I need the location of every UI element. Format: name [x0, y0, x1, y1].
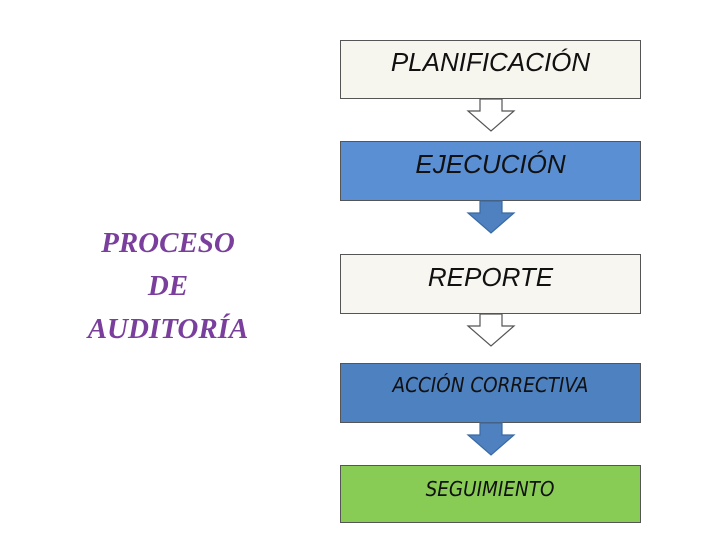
- arrow-down-icon: [466, 98, 516, 132]
- step-accion-correctiva-box: ACCIÓN CORRECTIVA: [340, 363, 641, 423]
- diagram-title: PROCESO DE AUDITORÍA: [50, 222, 286, 351]
- step-reporte-box: REPORTE: [340, 254, 641, 314]
- step-accion-correctiva-label: ACCIÓN CORRECTIVA: [392, 373, 589, 397]
- arrow-down-icon: [466, 200, 516, 234]
- step-seguimiento-box: SEGUIMIENTO: [340, 465, 641, 523]
- arrow-down-icon: [466, 313, 516, 347]
- title-line-3: AUDITORÍA: [87, 313, 249, 345]
- step-ejecucion-box: EJECUCIÓN: [340, 141, 641, 201]
- title-line-1: PROCESO: [101, 227, 235, 259]
- step-seguimiento-label: SEGUIMIENTO: [426, 477, 555, 501]
- step-planificacion-label: PLANIFICACIÓN: [390, 47, 591, 77]
- step-planificacion-box: PLANIFICACIÓN: [340, 40, 641, 99]
- step-ejecucion-label: EJECUCIÓN: [415, 149, 566, 179]
- title-line-2: DE: [147, 270, 189, 302]
- step-reporte-label: REPORTE: [427, 262, 554, 292]
- arrow-down-icon: [466, 422, 516, 456]
